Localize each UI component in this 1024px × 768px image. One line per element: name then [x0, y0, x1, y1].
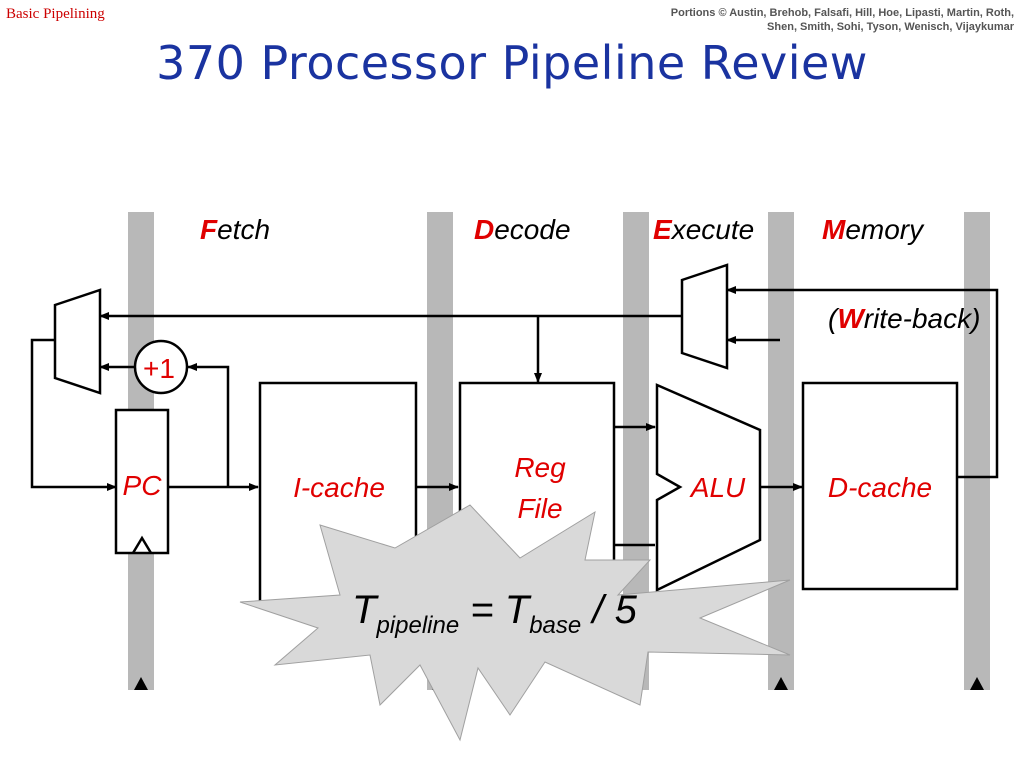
pc-mux — [53, 288, 102, 395]
credits-line-1: Portions © Austin, Brehob, Falsafi, Hill… — [670, 7, 1014, 19]
stage-rest: emory — [845, 214, 925, 245]
stage-initial: W — [837, 303, 866, 334]
pipeline-latch-4 — [768, 212, 794, 690]
writeback-mux — [680, 263, 729, 370]
stage-rest: xecute — [670, 214, 755, 245]
increment-label: +1 — [143, 353, 175, 384]
stage-initial: M — [822, 214, 846, 245]
slide-title: 370 Processor Pipeline Review — [156, 36, 868, 90]
pc-label: PC — [123, 470, 163, 501]
stage-initial: F — [200, 214, 218, 245]
stage-label-fetch: Fetch — [200, 214, 270, 245]
increment-unit — [133, 339, 189, 395]
dcache-label: D-cache — [828, 472, 932, 503]
stage-rest: etch — [217, 214, 270, 245]
icache-label: I-cache — [293, 472, 385, 503]
wire-pc-to-increment — [187, 363, 230, 487]
stage-rest: ecode — [494, 214, 570, 245]
stage-initial: E — [653, 214, 673, 245]
section-label: Basic Pipelining — [6, 6, 105, 22]
alu-label: ALU — [689, 472, 746, 503]
regfile-label-line1: Reg — [514, 452, 566, 483]
callout-starburst — [239, 504, 791, 742]
credits: Portions © Austin, Brehob, Falsafi, Hill… — [414, 6, 1014, 34]
pc-register — [114, 408, 170, 555]
wire-writeback — [726, 286, 999, 479]
wires — [30, 286, 999, 547]
stage-label-memory: Memory — [822, 214, 925, 245]
credits-line-2: Shen, Smith, Sohi, Tyson, Wenisch, Vijay… — [767, 21, 1014, 33]
callout-equation: Tpipeline = Tbase / 5 — [352, 588, 638, 639]
dcache-block — [801, 381, 959, 591]
regfile-label-line2: File — [517, 493, 562, 524]
stage-label-execute: Execute — [653, 214, 754, 245]
wire-mux-to-pc — [30, 338, 117, 491]
stage-label-decode: Decode — [474, 214, 571, 245]
pipeline-latch-5 — [964, 212, 990, 690]
clock-marker-1 — [134, 677, 148, 690]
pc-clock-input-icon — [131, 535, 153, 554]
stage-label-writeback: (Write-back) — [828, 303, 980, 334]
alu-block — [655, 383, 762, 592]
clock-marker-4 — [774, 677, 788, 690]
clock-marker-5 — [970, 677, 984, 690]
stage-initial: D — [474, 214, 494, 245]
